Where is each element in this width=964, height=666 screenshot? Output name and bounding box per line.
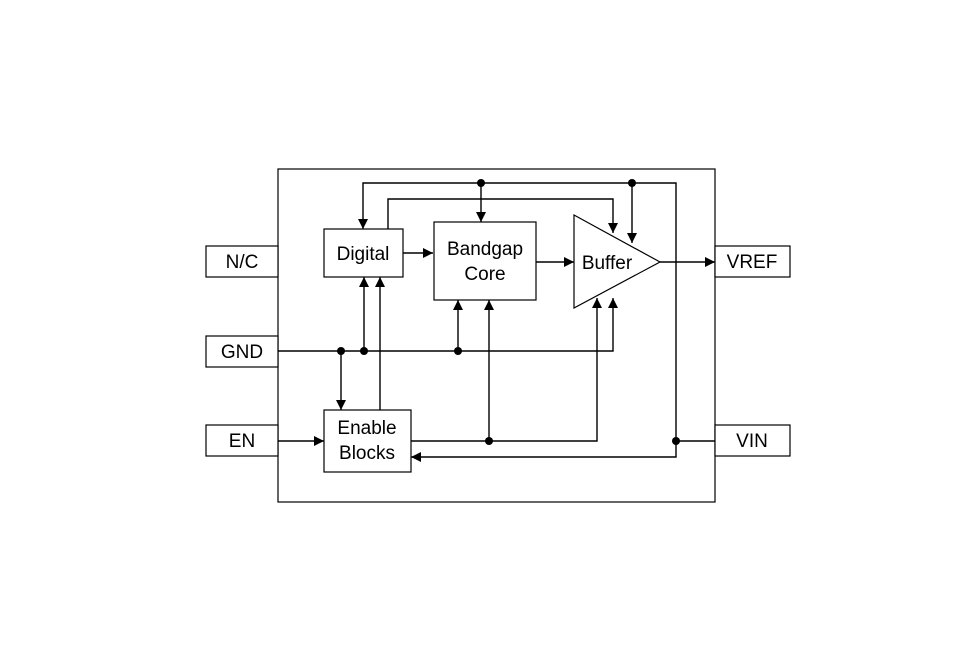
pin-vref: VREF — [714, 245, 791, 278]
enable-label-line1: Enable — [337, 418, 396, 439]
junctions — [337, 179, 680, 445]
bandgap-label-line1: Bandgap — [447, 239, 523, 260]
pin-vin: VIN — [714, 424, 791, 457]
bandgap-core-block: Bandgap Core — [433, 221, 537, 301]
digital-block: Digital — [323, 228, 404, 278]
pin-vref-label: VREF — [727, 252, 778, 273]
enable-blocks-block: Enable Blocks — [323, 409, 412, 473]
pin-vin-label: VIN — [736, 431, 768, 452]
pin-en-label: EN — [229, 431, 255, 452]
buffer-amplifier: Buffer — [573, 213, 662, 310]
pin-gnd-label: GND — [221, 342, 263, 363]
bandgap-label-line2: Core — [464, 264, 505, 285]
wires — [278, 182, 715, 462]
pin-gnd: GND — [205, 335, 279, 368]
pin-nc: N/C — [205, 245, 279, 278]
digital-label: Digital — [337, 244, 390, 265]
enable-label-line2: Blocks — [339, 443, 395, 464]
pin-en: EN — [205, 424, 279, 457]
pin-nc-label: N/C — [226, 252, 259, 273]
buffer-label: Buffer — [582, 253, 633, 274]
